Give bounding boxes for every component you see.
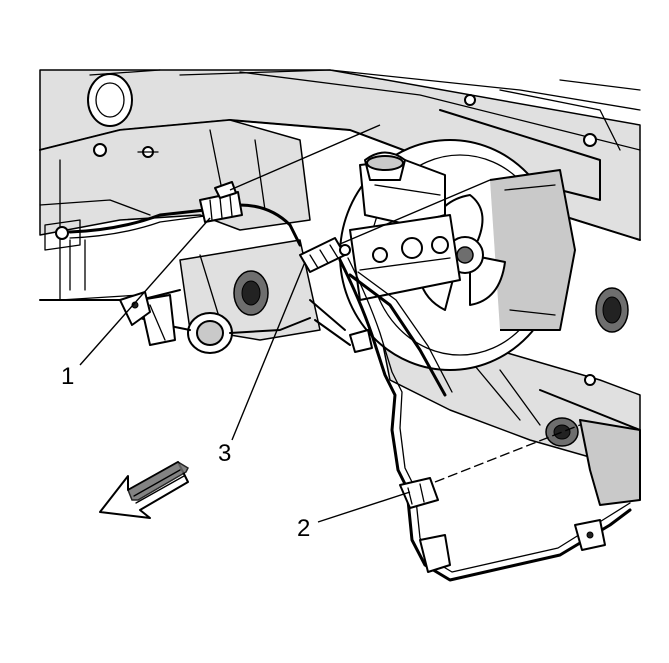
leader-line-1 bbox=[79, 217, 211, 366]
leader-line-3b bbox=[339, 179, 491, 245]
leader-line-3 bbox=[231, 261, 306, 441]
leader-line-2b bbox=[434, 424, 581, 483]
leader-line-2 bbox=[317, 491, 411, 523]
master-cylinder bbox=[349, 151, 461, 301]
brake-lines bbox=[68, 181, 632, 582]
callout-label-2: 2 bbox=[297, 515, 311, 542]
forward-direction-arrow-icon bbox=[99, 461, 189, 519]
callout-leaders bbox=[79, 124, 581, 523]
cowl-panel bbox=[39, 69, 641, 241]
leader-line-1b bbox=[229, 124, 381, 191]
corner-bracket bbox=[44, 219, 151, 326]
callout-label-3: 3 bbox=[218, 440, 232, 467]
callout-label-1: 1 bbox=[61, 363, 75, 390]
